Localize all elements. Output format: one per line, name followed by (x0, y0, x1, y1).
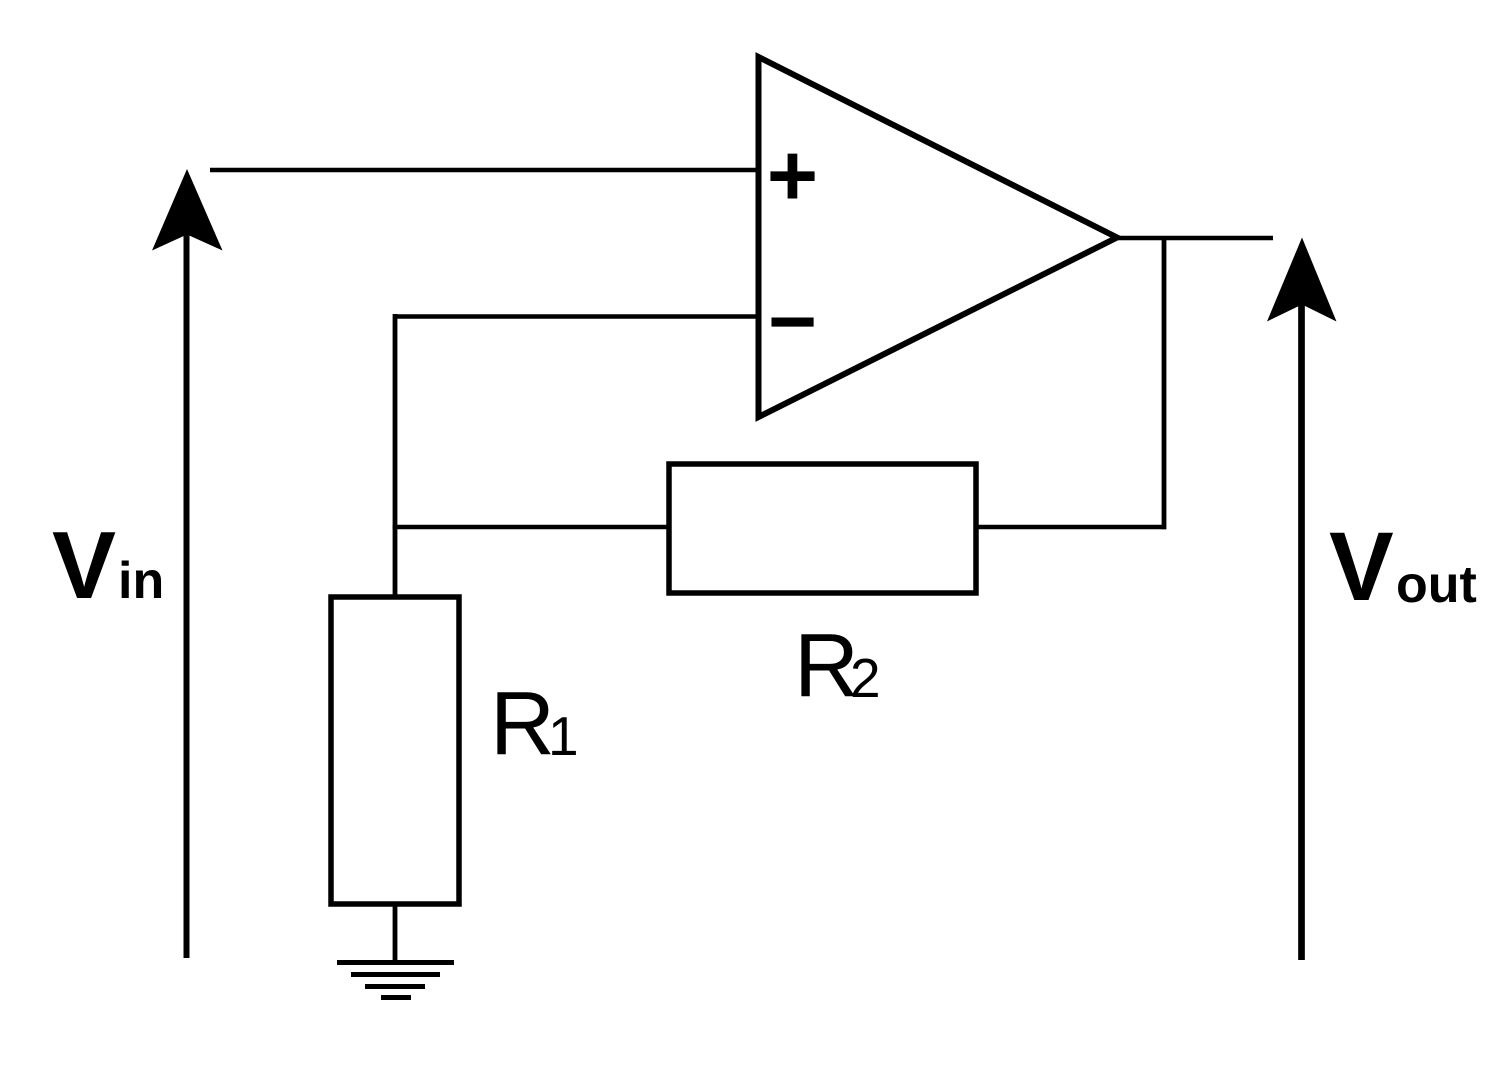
vout-label-subscript: out (1396, 556, 1477, 614)
r1-label: R 1 (490, 674, 579, 774)
vin-arrowhead (152, 169, 223, 251)
opamp-plus-sign: + (767, 126, 818, 225)
r1-label-subscript: 1 (548, 705, 579, 767)
vin-label: V in (52, 512, 164, 619)
r2-label-base: R (794, 616, 859, 716)
vin-arrow-icon (152, 169, 223, 958)
ground-icon (337, 960, 454, 1000)
vout-arrowhead (1267, 237, 1337, 322)
vin-label-base: V (52, 512, 116, 619)
resistor-r2-body (666, 461, 979, 596)
vout-arrow-icon (1267, 237, 1337, 960)
r2-label: R 2 (794, 616, 881, 716)
r2-label-subscript: 2 (850, 647, 881, 709)
r1-label-base: R (490, 674, 555, 774)
vin-label-subscript: in (118, 552, 164, 610)
vout-label: V out (1329, 512, 1477, 621)
opamp-minus-sign: − (768, 274, 817, 368)
vout-label-base: V (1329, 512, 1394, 621)
opamp-triangle-icon (755, 52, 1124, 422)
resistor-r1-body (328, 594, 462, 907)
